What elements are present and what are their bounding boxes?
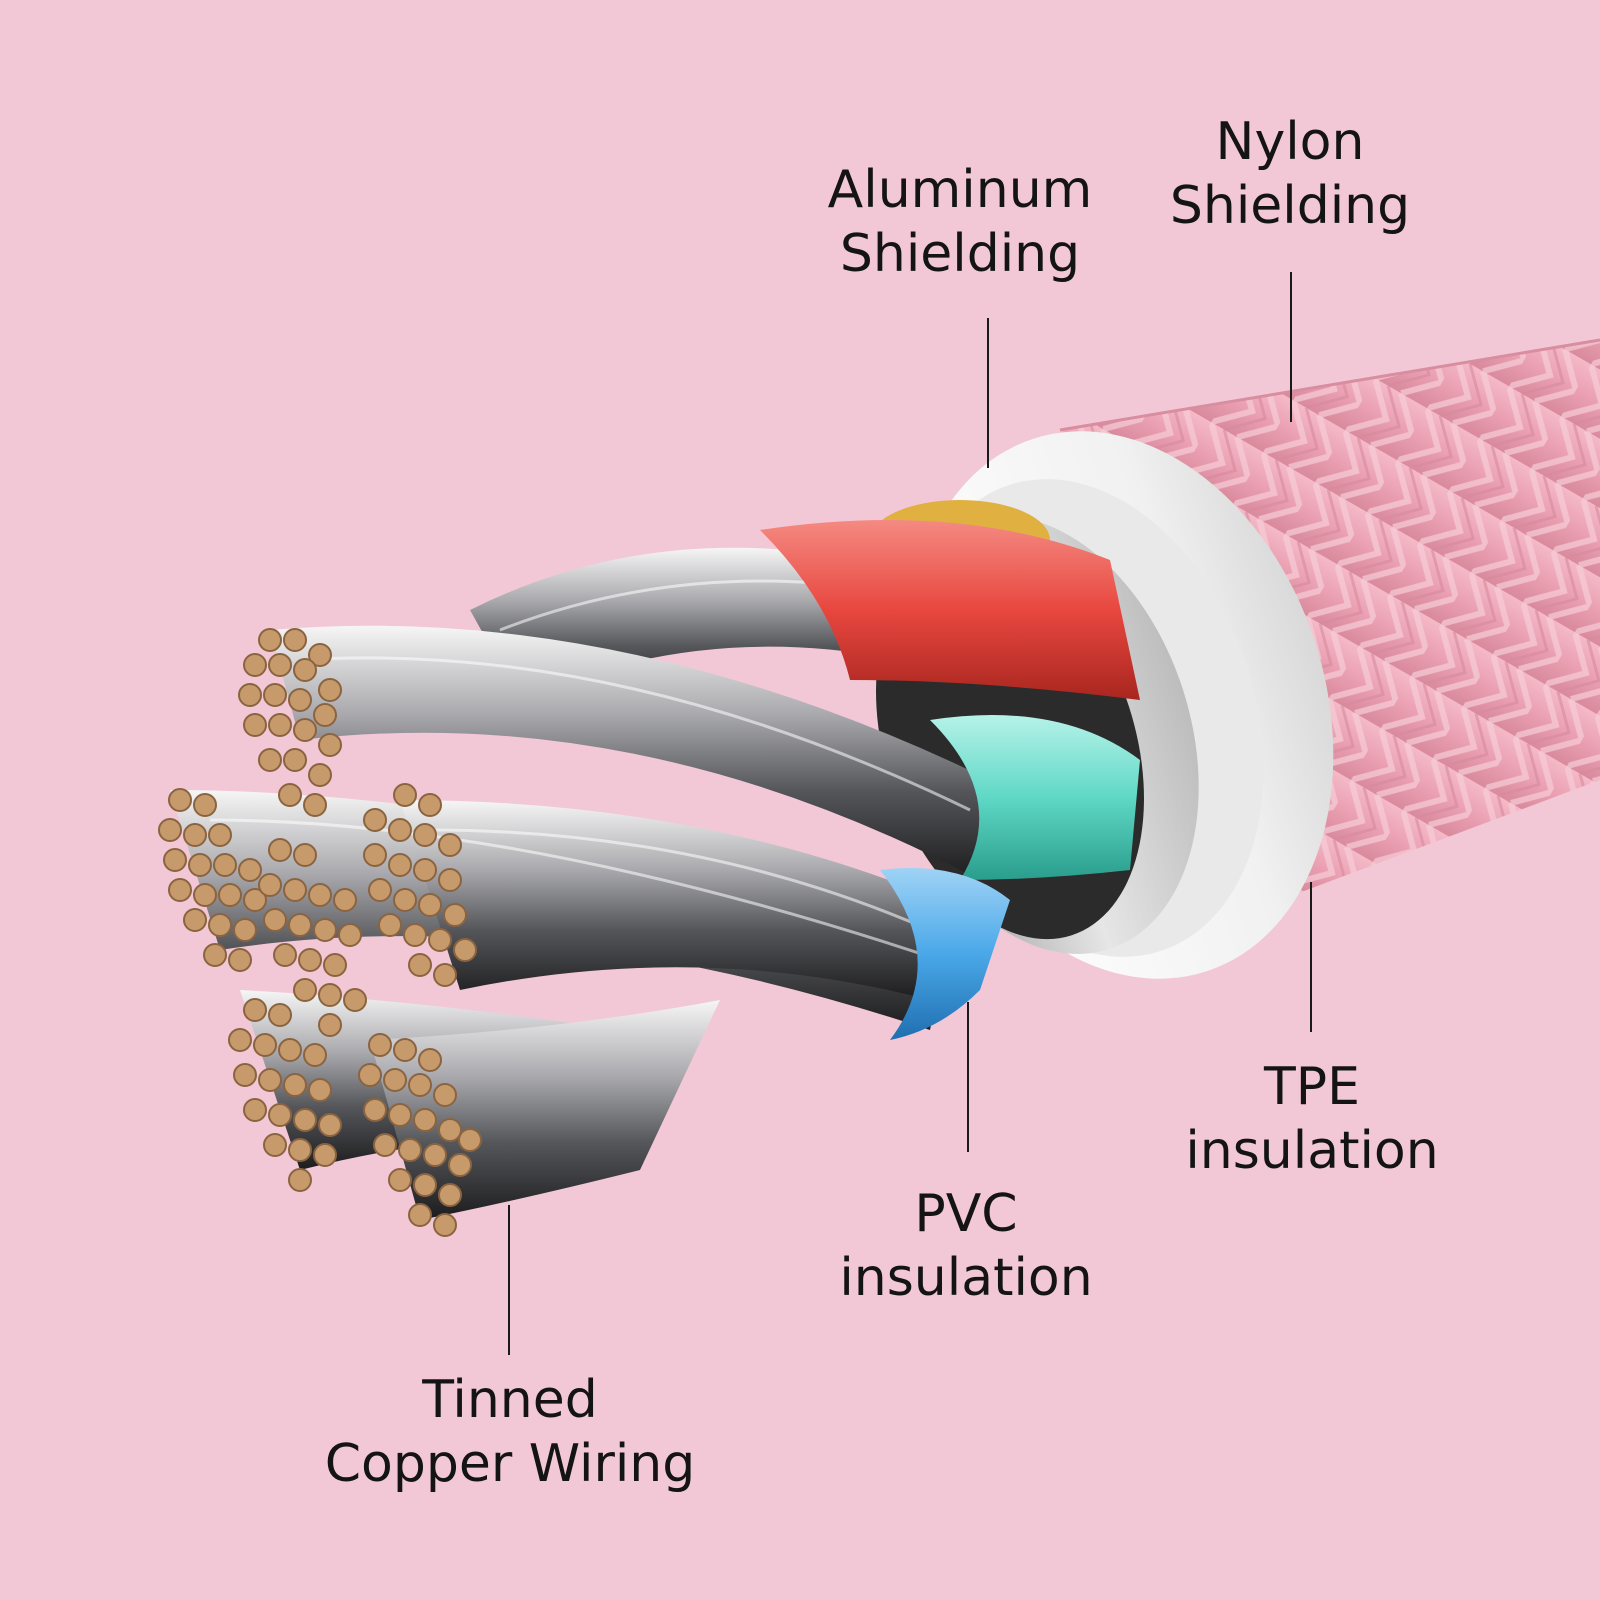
leader-line-aluminum bbox=[987, 318, 989, 468]
label-tinned-copper-wiring: Tinned Copper Wiring bbox=[324, 1370, 696, 1494]
red-wire bbox=[760, 520, 1140, 700]
label-pvc-insulation: PVC insulation bbox=[839, 1184, 1093, 1308]
leader-line-copper bbox=[508, 1205, 510, 1355]
label-aluminum-shielding: Aluminum Shielding bbox=[827, 160, 1093, 284]
copper-strand-ends bbox=[158, 628, 482, 1237]
leader-line-pvc bbox=[967, 1002, 969, 1152]
blue-wire bbox=[880, 868, 1010, 1040]
leader-line-nylon bbox=[1290, 272, 1292, 422]
teal-wire bbox=[930, 715, 1140, 880]
leader-line-tpe bbox=[1310, 882, 1312, 1032]
label-nylon-shielding: Nylon Shielding bbox=[1169, 112, 1411, 236]
label-tpe-insulation: TPE insulation bbox=[1185, 1057, 1439, 1181]
